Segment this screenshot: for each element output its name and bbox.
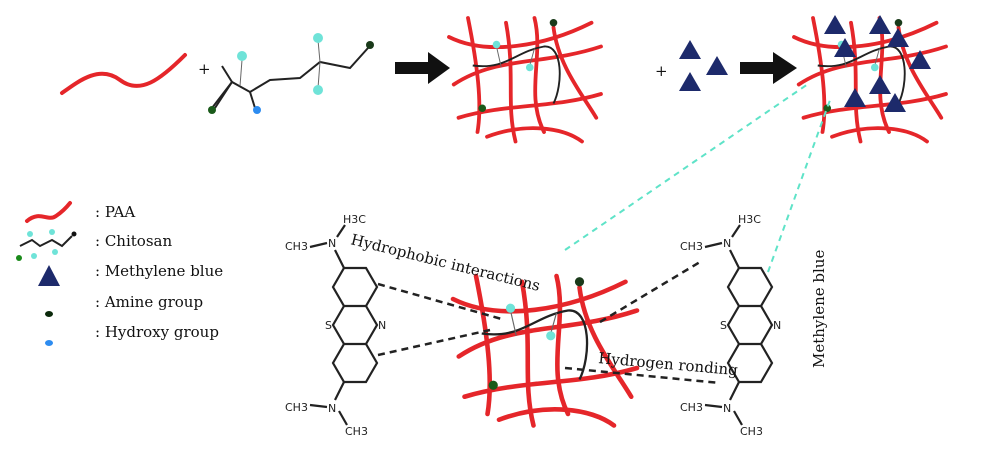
n-atom-label: N — [773, 319, 781, 332]
h3c-label: H3C — [738, 213, 761, 226]
legend-label-paa: : PAA — [95, 203, 135, 221]
methylene-blue-structure-left: N N S N H3C CH3 CH3 CH3 — [285, 213, 386, 438]
methylene-blue-structure-right: N N S N H3C CH3 CH3 CH3 — [680, 213, 781, 438]
paa-legend-icon — [25, 201, 72, 223]
ch3-label: CH3 — [285, 240, 308, 253]
legend-label-methylene-blue: : Methylene blue — [95, 262, 223, 280]
plus-sign: + — [655, 62, 668, 80]
s-atom-label: S — [720, 319, 727, 332]
plus-sign: + — [198, 60, 211, 78]
paa-chain — [60, 53, 187, 95]
n-atom-label: N — [328, 237, 336, 250]
ch3-label: CH3 — [345, 425, 368, 438]
methylene-blue-triangle — [679, 40, 701, 59]
arrow-icon — [395, 52, 450, 84]
interaction-line — [377, 282, 506, 322]
methylene-blue-label: Methylene blue — [810, 250, 828, 368]
interaction-line — [564, 366, 721, 385]
legend: : PAA : Chitosan : Methylene blue : Amin… — [16, 201, 223, 346]
methylene-blue-triangle — [706, 56, 728, 75]
chitosan-molecule — [208, 33, 374, 114]
legend-label-hydroxy: : Hydroxy group — [95, 323, 219, 341]
s-atom-label: S — [325, 319, 332, 332]
interaction-line — [599, 260, 701, 324]
legend-label-amine: : Amine group — [95, 293, 203, 311]
zoom-guide-line — [564, 83, 809, 251]
chitosan-legend-icon — [16, 229, 77, 261]
loaded-network — [792, 15, 948, 144]
ch3-label: CH3 — [740, 425, 763, 438]
n-atom-label: N — [328, 402, 336, 415]
n-atom-label: N — [723, 402, 731, 415]
hydroxy-legend-icon — [45, 340, 53, 346]
paa-chitosan-network — [447, 16, 603, 144]
methylene-blue-legend-icon — [38, 265, 60, 286]
h3c-label: H3C — [343, 213, 366, 226]
ch3-label: CH3 — [285, 401, 308, 414]
interaction-line — [377, 328, 491, 357]
amine-legend-icon — [45, 311, 53, 317]
n-atom-label: N — [723, 237, 731, 250]
n-atom-label: N — [378, 319, 386, 332]
zoom-guide-line — [767, 99, 831, 273]
methylene-blue-triangle — [679, 72, 701, 91]
ch3-label: CH3 — [680, 240, 703, 253]
legend-label-chitosan: : Chitosan — [95, 232, 172, 250]
ch3-label: CH3 — [680, 401, 703, 414]
arrow-icon — [740, 52, 797, 84]
